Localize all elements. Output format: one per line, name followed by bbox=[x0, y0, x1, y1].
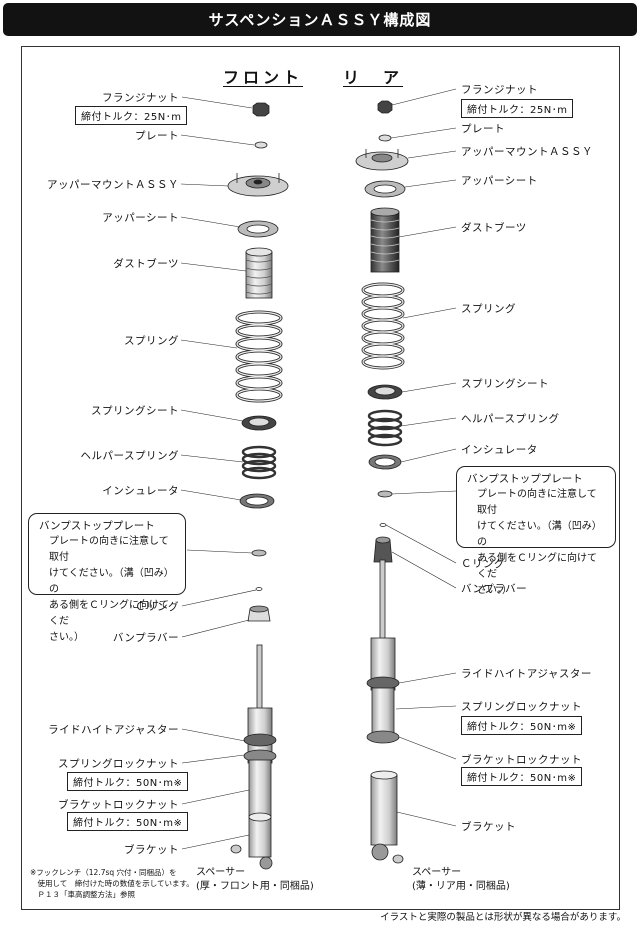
rear-insulator-label: インシュレータ bbox=[461, 444, 538, 456]
front-spacer-label: スペーサー (厚・フロント用・同梱品) bbox=[196, 867, 314, 892]
front-ride-height-label: ライドハイトアジャスター bbox=[48, 724, 179, 736]
rear-upper-seat-label: アッパーシート bbox=[461, 175, 538, 187]
front-footnote: ※フックレンチ（12.7sq 穴付・同梱品）を 使用して 締付けた時の数値を示し… bbox=[30, 868, 194, 899]
front-c-ring-label: Ｃリング bbox=[135, 601, 179, 613]
rear-upper-mount-label: アッパーマウントＡＳＳＹ bbox=[461, 146, 593, 158]
front-plate-label: プレート bbox=[135, 130, 179, 142]
rear-heading: リ ア bbox=[343, 68, 404, 87]
leader-lines bbox=[180, 88, 457, 850]
front-heading: フロント bbox=[223, 68, 304, 87]
front-bracket-lock-label: ブラケットロックナット bbox=[58, 799, 179, 811]
front-spring-seat-label: スプリングシート bbox=[91, 405, 179, 417]
front-bracket-lock-torque: 締付トルク：50N･m※ bbox=[67, 812, 189, 831]
rear-bracket-label: ブラケット bbox=[461, 821, 516, 833]
rear-spring-lock-label: スプリングロックナット bbox=[461, 701, 582, 713]
front-parts bbox=[227, 102, 289, 870]
front-bump-plate-title: バンプストッププレート bbox=[39, 520, 155, 532]
page-title: サスペンションＡＳＳＹ構成図 bbox=[3, 3, 637, 36]
rear-spring-label: スプリング bbox=[461, 303, 516, 315]
front-spring-lock-torque: 締付トルク：50N･m※ bbox=[67, 772, 189, 791]
rear-bump-plate-title: バンプストッププレート bbox=[467, 473, 583, 485]
rear-parts bbox=[355, 100, 409, 864]
rear-ride-height-label: ライドハイトアジャスター bbox=[461, 668, 592, 680]
rear-flange-nut-label: フランジナット bbox=[461, 84, 538, 96]
rear-bump-plate-text: プレートの向きに注意して取付 けてください。（溝（凹み）の ある側をＣリングに向… bbox=[477, 489, 602, 596]
front-dust-boot-label: ダストブーツ bbox=[113, 258, 179, 270]
front-bump-plate-note: バンプストッププレート プレートの向きに注意して取付 けてください。（溝（凹み）… bbox=[28, 513, 186, 643]
rear-helper-spring-label: ヘルパースプリング bbox=[461, 413, 560, 425]
rear-dust-boot-label: ダストブーツ bbox=[461, 222, 527, 234]
front-bracket-label: ブラケット bbox=[124, 844, 179, 856]
front-flange-nut-label: フランジナット bbox=[102, 92, 179, 104]
rear-c-ring-label: Ｃリング bbox=[461, 558, 505, 570]
disclaimer-footer: イラストと実際の製品とは形状が異なる場合があります。 bbox=[380, 912, 626, 923]
rear-bump-rubber-label: バンプラバー bbox=[461, 583, 528, 595]
front-flange-torque: 締付トルク：25N･m bbox=[75, 106, 188, 125]
rear-bump-plate-note: バンプストッププレート プレートの向きに注意して取付 けてください。（溝（凹み）… bbox=[456, 466, 616, 596]
rear-plate-label: プレート bbox=[461, 123, 505, 135]
front-spring-label: スプリング bbox=[124, 335, 179, 347]
front-bump-rubber-label: バンプラバー bbox=[112, 632, 179, 644]
front-upper-seat-label: アッパーシート bbox=[102, 212, 179, 224]
rear-spring-seat-label: スプリングシート bbox=[461, 378, 549, 390]
front-helper-spring-label: ヘルパースプリング bbox=[80, 450, 179, 462]
rear-spring-lock-torque: 締付トルク：50N･m※ bbox=[461, 716, 583, 735]
front-upper-mount-label: アッパーマウントＡＳＳＹ bbox=[47, 179, 179, 191]
rear-bracket-lock-torque: 締付トルク：50N･m※ bbox=[461, 767, 583, 786]
front-insulator-label: インシュレータ bbox=[102, 485, 179, 497]
diagram-frame bbox=[21, 46, 620, 910]
front-bump-plate-text: プレートの向きに注意して取付 けてください。（溝（凹み）の ある側をＣリングに向… bbox=[49, 536, 174, 643]
rear-spacer-label: スペーサー (薄・リア用・同梱品) bbox=[412, 867, 510, 892]
rear-bracket-lock-label: ブラケットロックナット bbox=[461, 754, 582, 766]
rear-flange-torque: 締付トルク：25N･m bbox=[461, 99, 574, 118]
front-spring-lock-label: スプリングロックナット bbox=[58, 758, 179, 770]
